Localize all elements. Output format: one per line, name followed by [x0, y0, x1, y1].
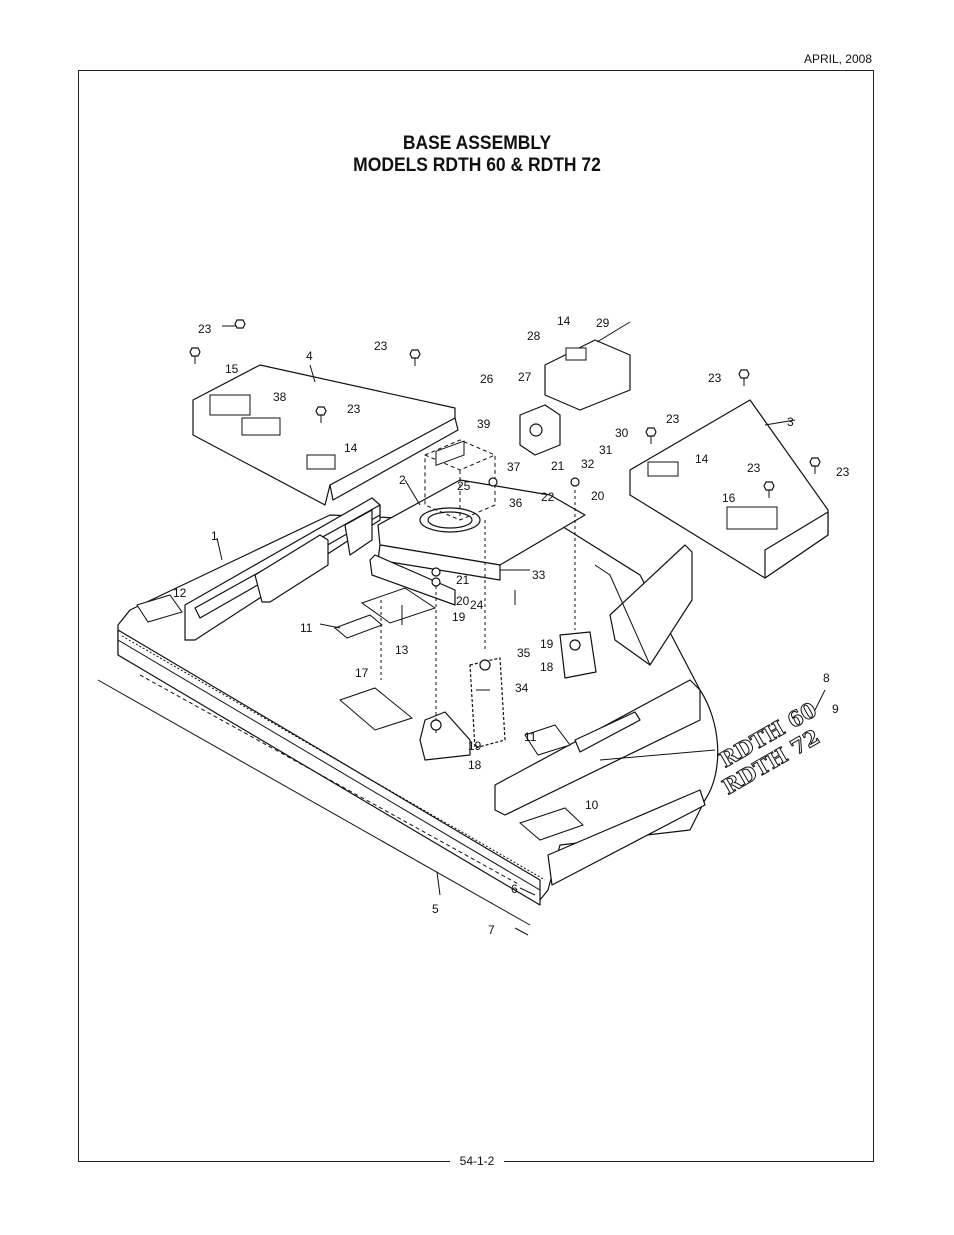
chain-bracket [519, 321, 631, 456]
callout-11a: 11 [300, 621, 313, 635]
callout-38: 38 [273, 390, 287, 404]
callout-6: 6 [511, 882, 518, 896]
callout-35: 35 [517, 646, 531, 660]
bolts [189, 319, 821, 731]
title-line-2: MODELS RDTH 60 & RDTH 72 [353, 155, 601, 176]
callout-22: 22 [541, 490, 555, 504]
callout-25: 25 [457, 479, 471, 493]
callout-18a: 18 [540, 660, 554, 674]
callout-16: 16 [722, 491, 736, 505]
shield-left [192, 364, 459, 506]
brand-decals: RDTH 60 RDTH 72 [715, 696, 825, 799]
callout-23f: 23 [747, 461, 761, 475]
callout-14b: 14 [344, 441, 358, 455]
callout-21a: 21 [456, 573, 470, 587]
callout-23b: 23 [374, 339, 388, 353]
callout-17: 17 [355, 666, 369, 680]
callout-14c: 14 [695, 452, 709, 466]
callout-9: 9 [832, 702, 839, 716]
callout-4: 4 [306, 349, 313, 363]
deck-decals [136, 587, 584, 841]
callout-23c: 23 [347, 402, 361, 416]
callout-5: 5 [432, 902, 439, 916]
revision-date: APRIL, 2008 [803, 52, 872, 66]
leaders [216, 364, 826, 896]
callout-34: 34 [515, 681, 529, 695]
callout-21b: 21 [551, 459, 565, 473]
page-title: BASE ASSEMBLY MODELS RDTH 60 & RDTH 72 [38, 133, 916, 177]
shield-right [629, 399, 829, 579]
callout-29: 29 [596, 316, 610, 330]
callout-23e: 23 [666, 412, 680, 426]
title-line-1: BASE ASSEMBLY [402, 133, 552, 154]
page-number-text: 54-1-2 [449, 1154, 505, 1168]
callout-23d: 23 [708, 371, 722, 385]
callout-33: 33 [532, 568, 546, 582]
callout-11b: 11 [524, 730, 537, 744]
callout-20a: 20 [456, 594, 470, 608]
callout-8: 8 [823, 671, 830, 685]
callout-3: 3 [787, 415, 794, 429]
pads [419, 631, 597, 761]
callout-36: 36 [509, 496, 523, 510]
callouts: 1 2 3 4 5 6 7 8 9 10 11 11 12 13 14 14 1… [173, 314, 850, 937]
callout-32: 32 [581, 457, 595, 471]
callout-10: 10 [585, 798, 599, 812]
callout-14a: 14 [557, 314, 571, 328]
callout-2: 2 [399, 473, 406, 487]
callout-39: 39 [477, 417, 491, 431]
callout-27: 27 [518, 370, 532, 384]
left-rail [184, 497, 381, 641]
gearbox-plate [369, 479, 586, 606]
callout-13: 13 [395, 643, 409, 657]
callout-18b: 18 [468, 758, 482, 772]
callout-23g: 23 [836, 465, 850, 479]
callout-19b: 19 [540, 637, 554, 651]
callout-37: 37 [507, 460, 521, 474]
gearbox-outline [424, 439, 496, 521]
rod [97, 679, 531, 936]
callout-23a: 23 [198, 322, 212, 336]
page-number: 54-1-2 [0, 1152, 954, 1170]
callout-1: 1 [211, 529, 218, 543]
callout-24: 24 [470, 598, 484, 612]
right-rail [494, 544, 701, 816]
callout-15: 15 [225, 362, 239, 376]
callout-26: 26 [480, 372, 494, 386]
callout-20b: 20 [591, 489, 605, 503]
callout-28: 28 [527, 329, 541, 343]
callout-30: 30 [615, 426, 629, 440]
callout-19c: 19 [468, 739, 482, 753]
callout-19a: 19 [452, 610, 466, 624]
callout-31: 31 [599, 443, 613, 457]
callout-12: 12 [173, 586, 187, 600]
callout-7: 7 [488, 923, 495, 937]
